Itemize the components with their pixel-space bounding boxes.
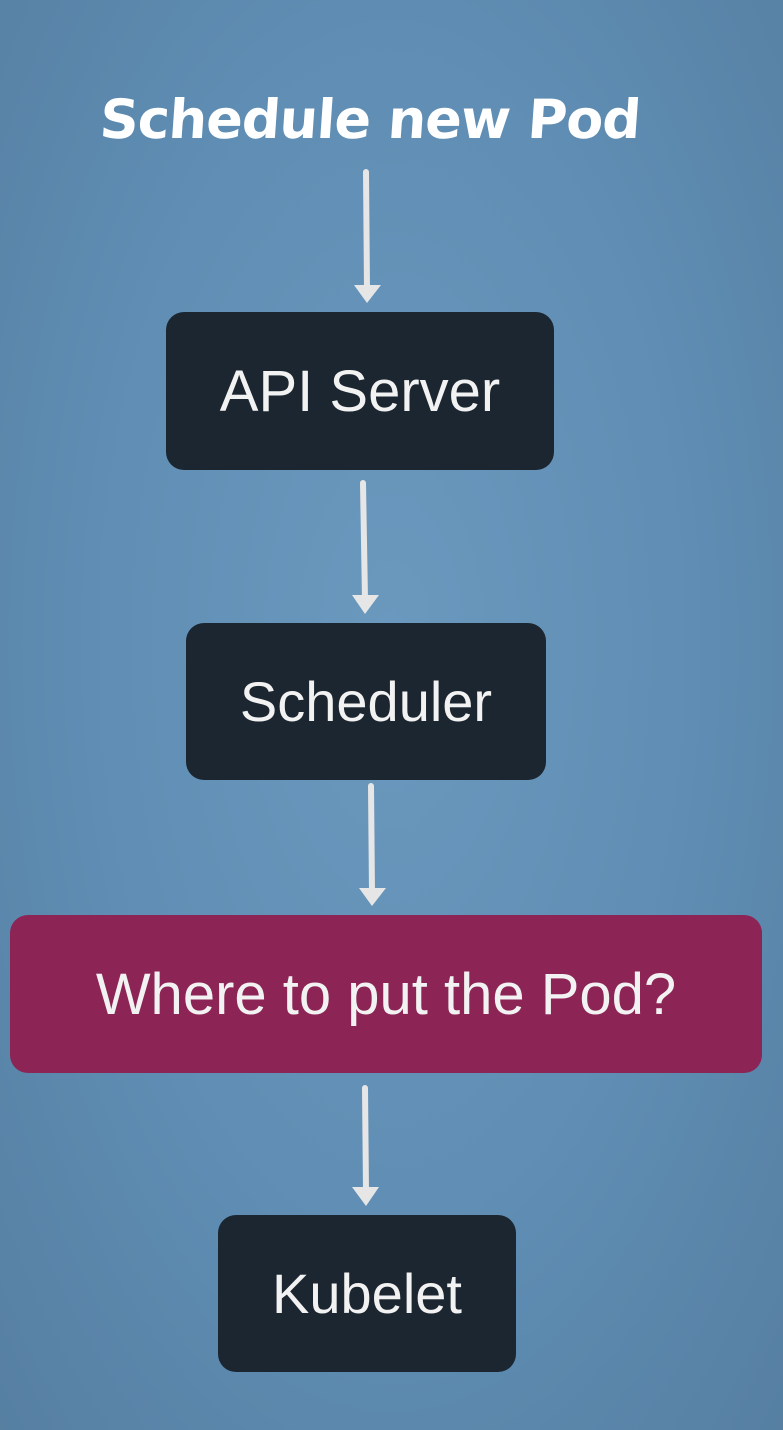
arrowhead-scheduler [352, 595, 379, 614]
node-api-server: API Server [166, 312, 554, 470]
arrowhead-where [359, 888, 386, 906]
node-scheduler: Scheduler [186, 623, 546, 780]
node-label: API Server [219, 358, 501, 424]
node-label: Kubelet [272, 1262, 462, 1325]
node-label: Scheduler [239, 670, 493, 733]
arrow-title-to-api [363, 169, 370, 293]
arrow-scheduler-to-where [368, 783, 375, 896]
node-where-to-put-pod: Where to put the Pod? [10, 915, 762, 1073]
arrowhead-api [354, 285, 381, 303]
arrow-api-to-scheduler [360, 480, 368, 603]
arrow-where-to-kubelet [362, 1085, 369, 1195]
arrowhead-kubelet [352, 1187, 379, 1206]
node-label: Where to put the Pod? [95, 961, 677, 1027]
node-kubelet: Kubelet [218, 1215, 516, 1372]
